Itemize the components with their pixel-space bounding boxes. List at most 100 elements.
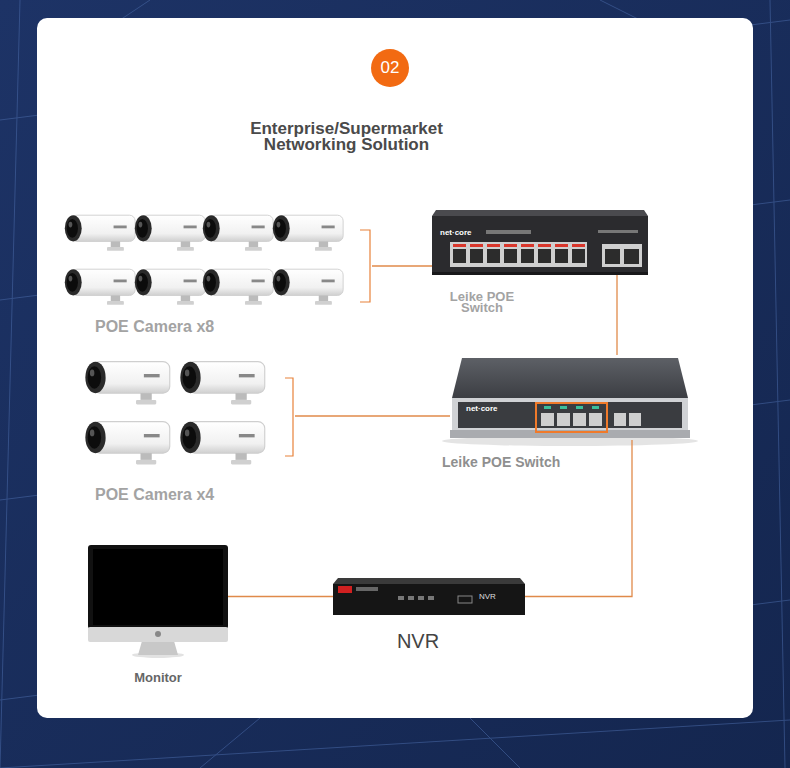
- camera-group-box: POE Camera x8: [60, 208, 372, 336]
- node-label: NVR: [479, 592, 509, 601]
- switch-print: [598, 230, 638, 233]
- led: [560, 406, 567, 409]
- grid-line: [470, 718, 520, 768]
- connector-line: [372, 265, 432, 266]
- callout-number: 02: [371, 58, 409, 78]
- poe-tab: [555, 244, 568, 247]
- port: [453, 249, 466, 263]
- bullet-camera: [135, 269, 205, 305]
- led: [592, 406, 599, 409]
- nvr-button: [428, 596, 434, 600]
- port: [629, 413, 641, 426]
- port: [614, 413, 626, 426]
- connector-line: [295, 415, 450, 416]
- nvr-button: [418, 596, 424, 600]
- nvr-button: [408, 596, 414, 600]
- highlight-box: [536, 403, 607, 432]
- node-label: NVR: [322, 630, 514, 653]
- grid-line: [120, 0, 150, 20]
- ports: [453, 249, 585, 263]
- node-label: Leike POE Switch: [442, 291, 522, 313]
- step-badge: [371, 49, 409, 87]
- usb-slot: [458, 596, 472, 603]
- switch-device: [442, 358, 698, 446]
- led: [576, 406, 583, 409]
- switch-band: [458, 402, 682, 428]
- port: [470, 249, 483, 263]
- connector-line: [228, 596, 333, 597]
- port: [521, 249, 534, 263]
- bracket: [285, 378, 293, 456]
- monitor-bezel: [88, 545, 228, 629]
- poe-tab: [504, 244, 517, 247]
- poe-tab: [572, 244, 585, 247]
- bullet-camera: [203, 269, 273, 305]
- brand-mark: net·core: [440, 228, 484, 237]
- bullet-camera: [85, 422, 169, 465]
- port: [624, 249, 639, 264]
- bullet-camera: [273, 269, 343, 305]
- port: [504, 249, 517, 263]
- poe-tab: [538, 244, 551, 247]
- port: [541, 413, 554, 426]
- nvr-box: NVRNVR: [333, 578, 525, 615]
- bullet-camera: [65, 269, 135, 305]
- connector-line: [525, 440, 632, 597]
- bullet-camera: [135, 215, 205, 251]
- switch-front: [432, 216, 648, 275]
- connector-line: [616, 275, 617, 355]
- led: [544, 406, 551, 409]
- monitor-stand: [138, 641, 178, 655]
- brand-mark: net·core: [466, 404, 510, 413]
- bullet-camera: [180, 362, 264, 405]
- grid-line: [0, 720, 790, 768]
- bullet-camera: [273, 215, 343, 251]
- grid-line: [600, 0, 640, 20]
- nvr-logo: [338, 586, 352, 593]
- nvr-top: [333, 578, 525, 584]
- poe-tab: [521, 244, 534, 247]
- port: [573, 413, 586, 426]
- switch-top: [452, 358, 688, 398]
- poe-tab: [470, 244, 483, 247]
- bullet-camera: [85, 362, 169, 405]
- camera-group: [65, 215, 343, 305]
- grid-line: [0, 0, 20, 768]
- nvr-front: [333, 584, 525, 615]
- poe-tab: [487, 244, 500, 247]
- monitor-logo: [155, 631, 161, 637]
- diagram-title: Enterprise/Supermarket Networking Soluti…: [234, 121, 459, 153]
- poe-tab: [453, 244, 466, 247]
- poe-tabs: [453, 244, 585, 247]
- nvr-print: [356, 587, 378, 591]
- monitor-chin: [88, 627, 228, 642]
- bullet-camera: [180, 422, 264, 465]
- switch-base: [432, 272, 648, 275]
- leds: [544, 406, 599, 409]
- ports: [541, 413, 641, 426]
- port: [589, 413, 602, 426]
- node-label: Monitor: [88, 670, 228, 685]
- port: [605, 249, 620, 264]
- monitor-device: [88, 545, 228, 658]
- node-label: Leike POE Switch: [442, 454, 582, 470]
- switch-box: Leike POE Switch: [432, 210, 648, 275]
- uplink-panel: [602, 244, 642, 267]
- grid-line: [200, 718, 260, 768]
- port: [538, 249, 551, 263]
- bullet-camera: [203, 215, 273, 251]
- bullet-camera: [65, 215, 135, 251]
- nvr-button: [398, 596, 404, 600]
- port: [572, 249, 585, 263]
- switch-print: [486, 230, 531, 234]
- camera-group: [85, 362, 264, 465]
- monitor-screen: [93, 549, 223, 625]
- switch-top: [432, 210, 648, 216]
- switch-front: [452, 398, 688, 431]
- switch-device: [432, 210, 648, 275]
